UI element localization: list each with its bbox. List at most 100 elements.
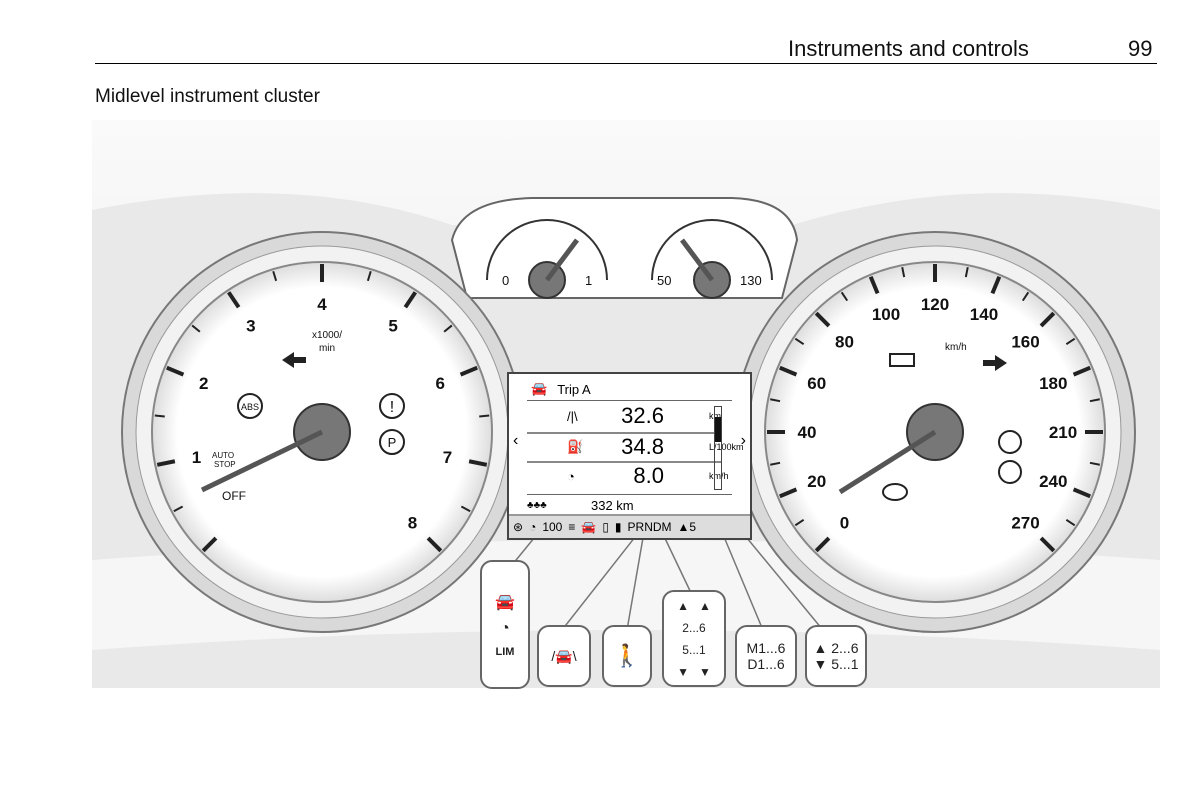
vehicle-ahead-icon: 🚘 [581,520,597,534]
dial-label: 5 [388,317,397,336]
dial-tick [814,536,831,553]
dial-label: 60 [807,374,826,393]
dial-tick [990,276,1002,295]
dial-tick [272,270,278,282]
section-title: Instruments and controls [788,36,1029,61]
svg-text:1: 1 [585,273,592,288]
dial-tick [779,365,798,377]
car-icon: 🚘 [531,381,548,396]
dial-label: 20 [807,472,826,491]
trip-distance-row: /|\ 32.6 km [567,403,721,428]
pedestrian-icon: 🚶 [613,643,641,668]
speed-limit-icon: ⊛ [513,520,524,534]
cruise-control-icon: ◔ [500,619,510,637]
parking-brake-icon [379,429,405,455]
epb-icon [998,430,1022,454]
brake-warning-icon [379,393,405,419]
dial-tick [468,459,488,467]
range-icon: ♣♣♣ [527,499,547,511]
svg-text:P: P [388,435,397,450]
following-distance-icon: ≡ [568,520,576,534]
battery-icon [889,353,915,367]
dial-tick [770,398,781,403]
callout-pedestrian: 🚶 [602,625,652,687]
dial-tick [426,536,443,553]
road-icon: /|\ [567,408,578,424]
scrollbar[interactable] [714,406,722,490]
dial-label: 6 [436,374,445,393]
avg-speed-row: ◔ 8.0 km/h [527,461,729,489]
page-number: 99 [1128,36,1153,61]
dial-tick [366,270,372,282]
dial-tick [1089,398,1100,403]
speed-needle [838,429,937,495]
dial-tick [443,324,453,333]
fuel-gauge: 0 1 [486,219,608,299]
dial-label: 0 [840,514,849,533]
dial-tick [191,324,201,333]
acc-icon: 🚘 [495,593,515,611]
dial-tick [403,291,417,309]
dial-label: 40 [798,423,817,442]
dial-label: 270 [1011,514,1039,533]
dial-tick [964,267,969,278]
dial-label: 100 [872,305,900,324]
dial-tick [779,487,798,499]
dial-label: 80 [835,332,854,351]
callout-shift: ▲ 2...6▼ 5...1 [805,625,867,687]
dial-label: 8 [408,514,417,533]
dial-label: 160 [1011,332,1039,351]
dial-label: 3 [246,317,255,336]
svg-text:AUTO: AUTO [212,451,234,460]
dial-tick [1089,461,1100,466]
dial-label: 120 [921,295,949,314]
callout-cruise: 🚘 ◔ LIM [480,560,530,689]
dial-label: 7 [443,448,452,467]
dial-tick [840,291,849,302]
driver-info-display: 🚘 Trip A ‹ › /|\ 32.6 km ⛽ 34.8 L/100km … [507,372,752,540]
check-engine-icon [882,483,908,501]
turn-left-icon [282,352,306,368]
gear-lever-icon: ▮ [614,520,622,534]
svg-text:ABS: ABS [241,402,259,412]
display-title: Trip A [557,381,591,397]
dial-tick [1072,365,1091,377]
dial-label: 180 [1039,374,1067,393]
dial-tick [460,505,471,513]
dial-tick [1065,518,1076,527]
dial-tick [227,291,241,309]
status-bar: ⊛ ◔ 100 ≡ 🚘 ▯ ▮ PRNDM ▲5 [509,514,750,538]
callout-gear-box: ▲ ▲ 2...6 5...1 ▼ ▼ [662,590,726,687]
svg-text:STOP: STOP [214,460,236,469]
dial-tick [166,365,185,377]
dial-tick [459,365,478,377]
nav-left[interactable]: ‹ [513,432,519,449]
tyre-pressure-icon [998,460,1022,484]
dial-tick [154,414,165,418]
dial-tick [868,276,880,295]
dial-label: 2 [199,374,208,393]
nav-right[interactable]: › [740,432,746,449]
dial-tick [794,337,805,346]
speed-limiter-icon: LIM [495,645,515,658]
cruise-icon: ◔ [529,520,537,534]
gear-indicator: PRNDM [627,520,672,534]
callout-lane: /🚘\ [537,625,591,687]
gear-up-indicator: ▲5 [677,520,697,534]
temperature-gauge: 50 130 [651,219,773,299]
figure-heading: Midlevel instrument cluster [95,86,320,107]
svg-text:km/h: km/h [945,342,967,353]
header-rule [95,63,1157,64]
off-label: OFF [222,489,246,503]
dial-tick [794,518,805,527]
dial-tick [479,414,490,418]
fuel-pump-icon: ⛽ [567,439,584,454]
dial-tick [1039,311,1056,328]
speedometer-icon: ◔ [567,468,575,484]
svg-text:0: 0 [502,273,509,288]
fuel-consumption-row: ⛽ 34.8 L/100km [527,432,744,460]
